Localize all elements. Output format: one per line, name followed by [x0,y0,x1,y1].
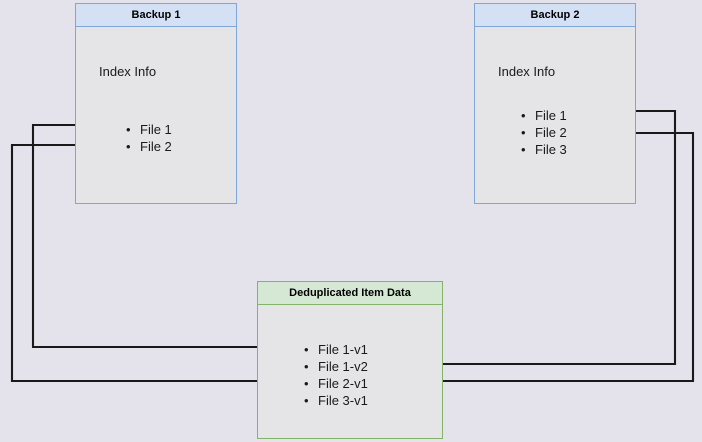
list-item[interactable]: File 1 [519,107,567,124]
list-item[interactable]: File 2 [124,138,172,155]
node-backup-2-title: Backup 2 [475,4,635,27]
backup-2-index-info-label: Index Info [498,64,556,79]
list-item[interactable]: File 3 [519,141,567,158]
list-item[interactable]: File 1-v1 [302,341,368,358]
backup-1-file-list: File 1 File 2 [124,121,172,155]
list-item[interactable]: File 1-v2 [302,358,368,375]
node-backup-1-body: Index Info File 1 File 2 [76,27,236,204]
node-dedup-body: File 1-v1 File 1-v2 File 2-v1 File 3-v1 [258,305,442,439]
list-item[interactable]: File 2 [519,124,567,141]
backup-2-file-list: File 1 File 2 File 3 [519,107,567,158]
backup-1-index-info-label: Index Info [99,64,157,79]
list-item[interactable]: File 3-v1 [302,392,368,409]
node-backup-2-body: Index Info File 1 File 2 File 3 [475,27,635,204]
node-backup-1-title: Backup 1 [76,4,236,27]
node-backup-1[interactable]: Backup 1 Index Info File 1 File 2 [75,3,237,204]
node-deduplicated-item-data[interactable]: Deduplicated Item Data File 1-v1 File 1-… [257,281,443,439]
list-item[interactable]: File 2-v1 [302,375,368,392]
node-backup-2[interactable]: Backup 2 Index Info File 1 File 2 File 3 [474,3,636,204]
dedup-file-list: File 1-v1 File 1-v2 File 2-v1 File 3-v1 [302,341,368,409]
node-dedup-title: Deduplicated Item Data [258,282,442,305]
list-item[interactable]: File 1 [124,121,172,138]
